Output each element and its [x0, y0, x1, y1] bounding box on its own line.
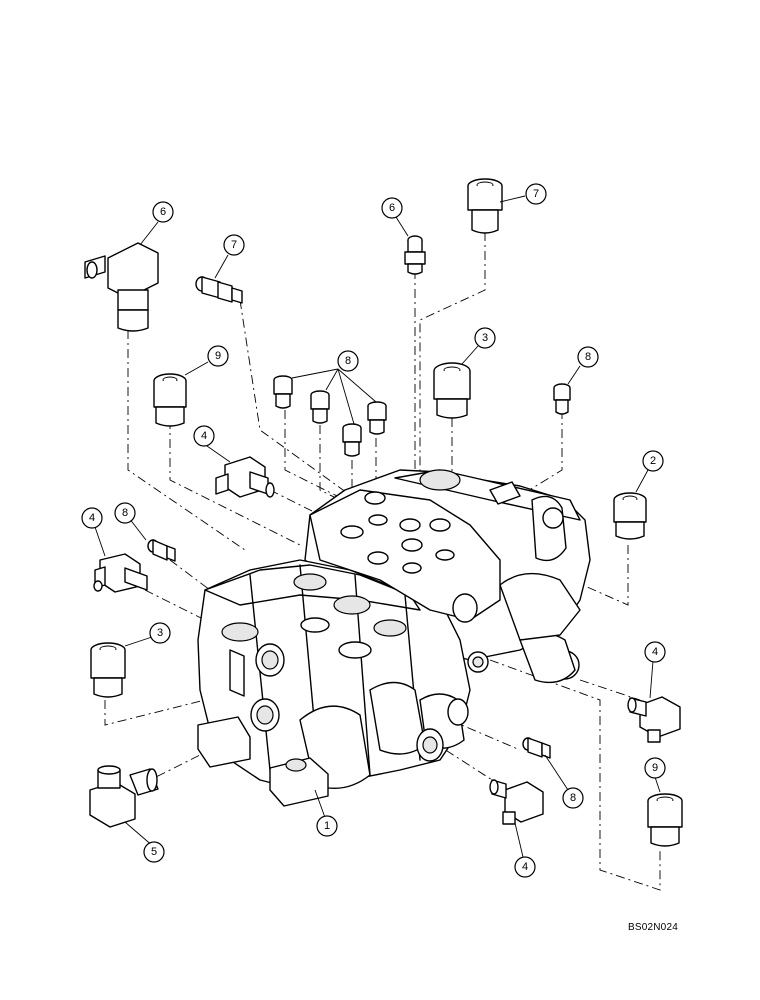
svg-text:9: 9: [215, 350, 221, 362]
relief-ports: [340, 491, 455, 574]
callout-8-lower: 8: [562, 787, 584, 809]
horizontal-adapter-left: [195, 276, 243, 304]
callout-5: 5: [143, 841, 165, 863]
small-nipple-top: [404, 235, 426, 275]
svg-text:8: 8: [345, 355, 351, 367]
straight-adapter-top: [467, 178, 503, 234]
callout-8-group: 8: [337, 350, 359, 372]
elbow-fitting-4-right: [627, 696, 681, 743]
elbow-fitting-5-lower-left: [89, 765, 159, 828]
svg-text:6: 6: [389, 202, 395, 214]
svg-text:5: 5: [151, 846, 157, 858]
callout-8-right: 8: [577, 346, 599, 368]
callout-4-upper: 4: [193, 425, 215, 447]
svg-text:3: 3: [482, 332, 488, 344]
callout-7-top: 7: [525, 183, 547, 205]
svg-text:9: 9: [652, 762, 658, 774]
svg-text:4: 4: [201, 430, 207, 442]
svg-text:3: 3: [157, 627, 163, 639]
callout-4-lower: 4: [514, 856, 536, 878]
figure-reference-code: BS02N024: [628, 922, 678, 933]
small-nipple-8-right: [553, 383, 571, 415]
callout-6-left: 6: [152, 201, 174, 223]
svg-text:4: 4: [522, 861, 528, 873]
callout-9-upper: 9: [207, 345, 229, 367]
small-nipple-8-lower: [522, 737, 551, 759]
callout-4-right: 4: [644, 641, 666, 663]
svg-text:8: 8: [585, 351, 591, 363]
svg-text:2: 2: [650, 455, 656, 467]
callout-3-left: 3: [149, 622, 171, 644]
assembly-lines: [104, 232, 661, 891]
nipple-group-8: [273, 375, 387, 457]
callout-7-left: 7: [223, 234, 245, 256]
straight-adapter-3-left: [90, 642, 126, 698]
svg-text:7: 7: [231, 239, 237, 251]
svg-text:8: 8: [570, 792, 576, 804]
callout-2-right: 2: [642, 450, 664, 472]
callout-9-lower: 9: [644, 757, 666, 779]
elbow-fitting-upper-left: [84, 242, 159, 332]
callout-1: 1: [316, 815, 338, 837]
small-nipple-8-left: [147, 539, 176, 562]
svg-text:8: 8: [122, 507, 128, 519]
callout-3-upper: 3: [474, 327, 496, 349]
callout-4-left: 4: [81, 507, 103, 529]
callout-8-left: 8: [114, 502, 136, 524]
svg-text:1: 1: [324, 820, 330, 832]
elbow-fitting-4-lower: [489, 779, 544, 825]
svg-text:4: 4: [89, 512, 95, 524]
elbow-fitting-4-upper: [215, 456, 275, 498]
elbow-fitting-4-left: [93, 553, 148, 593]
svg-text:4: 4: [652, 646, 658, 658]
straight-adapter-2-right: [613, 492, 647, 540]
straight-adapter-9-upper: [153, 373, 187, 427]
callout-6-top: 6: [381, 197, 403, 219]
control-valve-assembly: [197, 469, 591, 807]
svg-text:6: 6: [160, 206, 166, 218]
straight-adapter-9-lower: [647, 793, 683, 847]
straight-adapter-3-upper: [433, 362, 471, 419]
svg-text:7: 7: [533, 188, 539, 200]
